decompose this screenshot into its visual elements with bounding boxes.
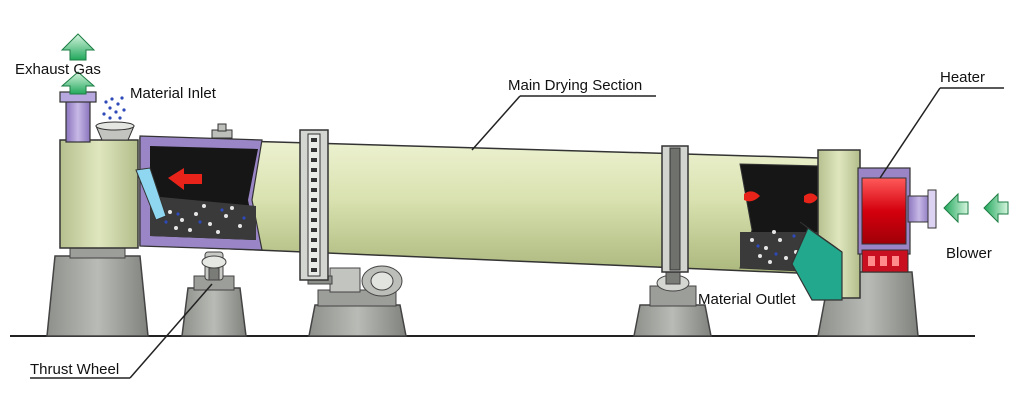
leader-main-drying-section — [471, 95, 521, 151]
material-inlet-hopper — [95, 96, 135, 141]
girth-gear — [299, 129, 329, 281]
label-main-drying-section: Main Drying Section — [508, 77, 642, 94]
arrow-up-icon — [60, 71, 96, 95]
exhaust-housing — [59, 91, 139, 249]
thrust-wheel-base — [181, 275, 247, 337]
leader-heater — [879, 87, 941, 179]
label-exhaust-gas: Exhaust Gas — [15, 61, 101, 78]
label-material-outlet: Material Outlet — [698, 291, 796, 308]
heater — [857, 167, 937, 273]
support-roller-base — [633, 265, 712, 337]
material-outlet-chute — [791, 221, 843, 301]
label-material-inlet: Material Inlet — [130, 85, 217, 102]
left-base — [46, 245, 149, 337]
label-blower: Blower — [946, 245, 992, 262]
arrow-left-icon — [943, 192, 969, 224]
motor-base — [308, 289, 407, 337]
thrust-wheel — [201, 251, 227, 281]
label-thrust-wheel: Thrust Wheel — [30, 361, 119, 378]
leader-thrust-wheel — [129, 283, 213, 379]
arrow-left-icon — [983, 192, 1009, 224]
riding-ring — [661, 145, 689, 273]
arrow-up-icon — [60, 33, 96, 61]
drum-top-bolt — [211, 123, 233, 139]
inlet-cutaway — [135, 135, 263, 251]
label-heater: Heater — [940, 69, 985, 86]
